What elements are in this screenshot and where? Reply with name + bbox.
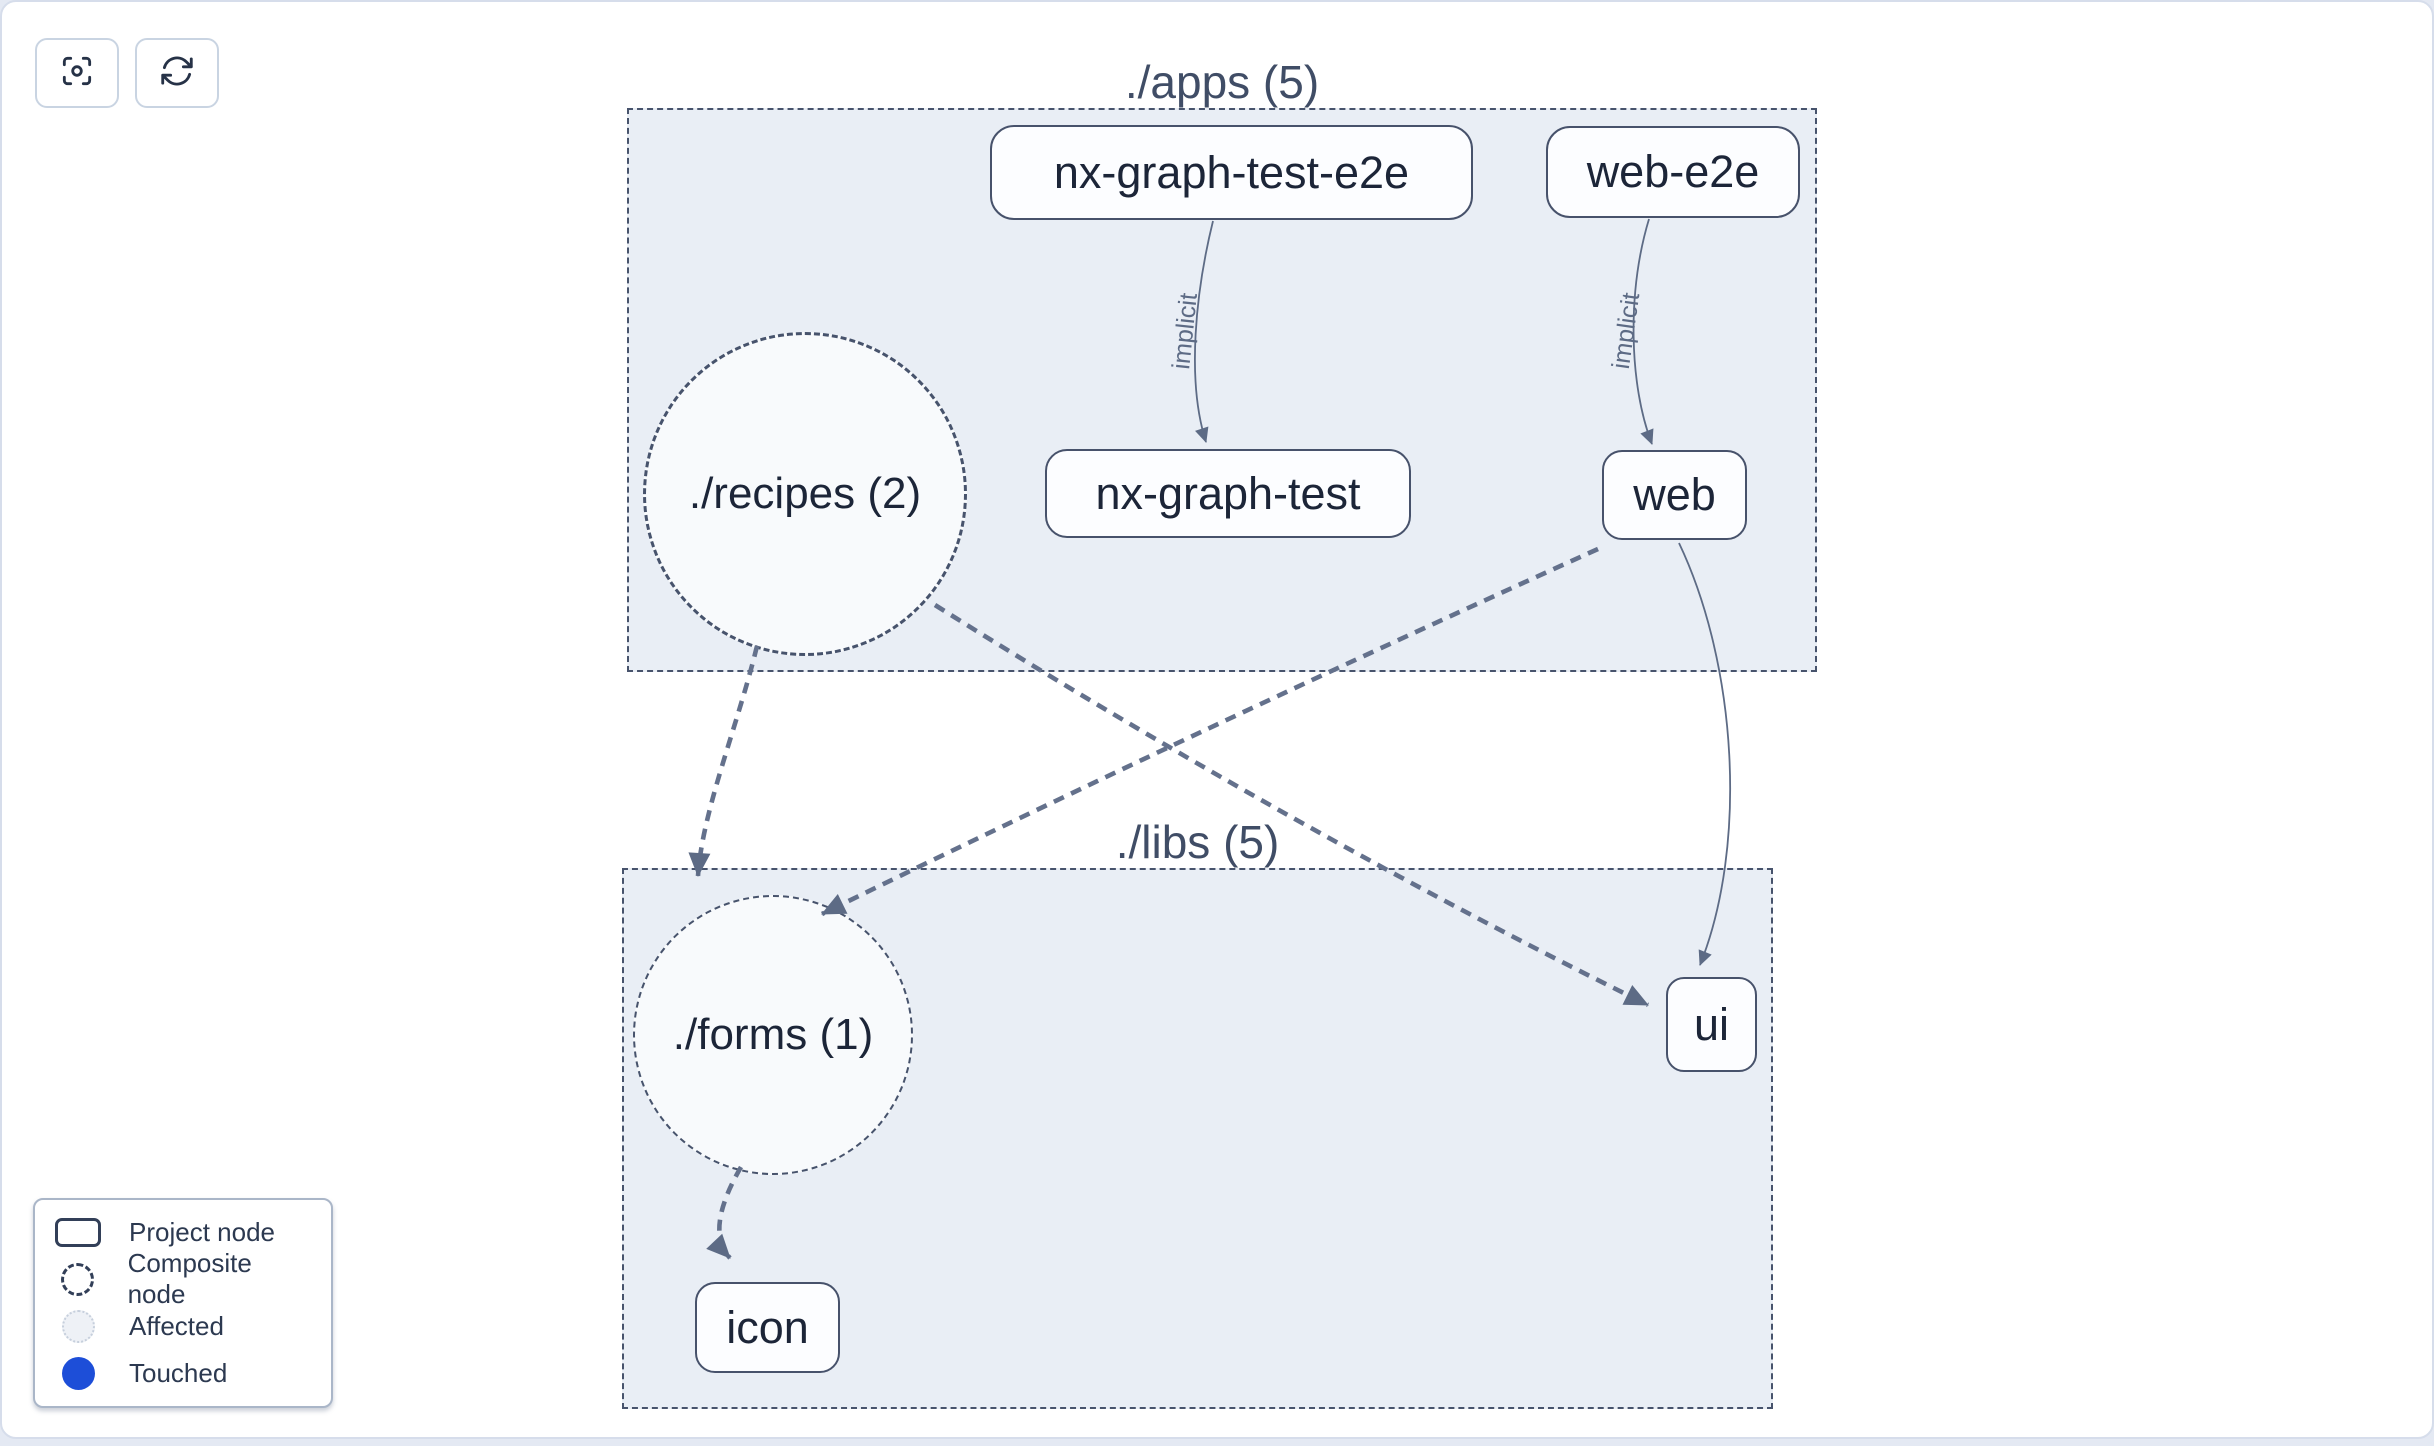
focus-button[interactable] [35,38,119,108]
edge-web-to-forms[interactable] [820,546,1599,917]
node-ui[interactable]: ui [1666,977,1757,1072]
legend-label: Project node [129,1216,275,1247]
legend-row-affected: Affected [55,1310,311,1343]
legend-label: Touched [129,1358,228,1388]
node-web-e2e[interactable]: web-e2e [1546,126,1800,218]
edge-web-e2e-to-web[interactable] [1632,218,1654,445]
group-apps-title: ./apps (5) [1124,56,1320,108]
node-icon[interactable]: icon [695,1282,840,1373]
edge-web-to-ui[interactable] [1678,542,1732,966]
legend-row-touched: Touched [55,1357,311,1390]
composite-node-forms[interactable]: ./forms (1) [633,895,913,1175]
node-nx-graph-test-e2e[interactable]: nx-graph-test-e2e [990,125,1473,220]
node-nx-graph-test[interactable]: nx-graph-test [1045,449,1411,538]
edge-nx-graph-test-e2e-to-nx-graph-test[interactable] [1194,220,1214,443]
composite-node-icon [55,1262,100,1296]
affected-icon [55,1310,101,1343]
legend: Project node Composite node Affected Tou… [33,1198,333,1408]
refresh-icon [158,52,196,95]
composite-node-recipes[interactable]: ./recipes (2) [643,332,967,656]
legend-row-composite-node: Composite node [55,1248,311,1309]
refresh-button[interactable] [135,38,219,108]
edge-recipes-to-forms[interactable] [688,645,760,877]
node-web[interactable]: web [1602,450,1747,540]
focus-icon [58,52,96,95]
legend-label: Composite node [127,1248,252,1309]
edge-recipes-to-ui[interactable] [933,603,1650,1008]
group-libs-title: ./libs (5) [1115,816,1280,868]
legend-label: Affected [129,1311,224,1341]
edge-forms-to-icon[interactable] [706,1165,743,1260]
toolbar [35,38,219,108]
project-node-icon [55,1217,101,1247]
touched-icon [55,1357,101,1390]
legend-row-project-node: Project node [55,1216,311,1248]
